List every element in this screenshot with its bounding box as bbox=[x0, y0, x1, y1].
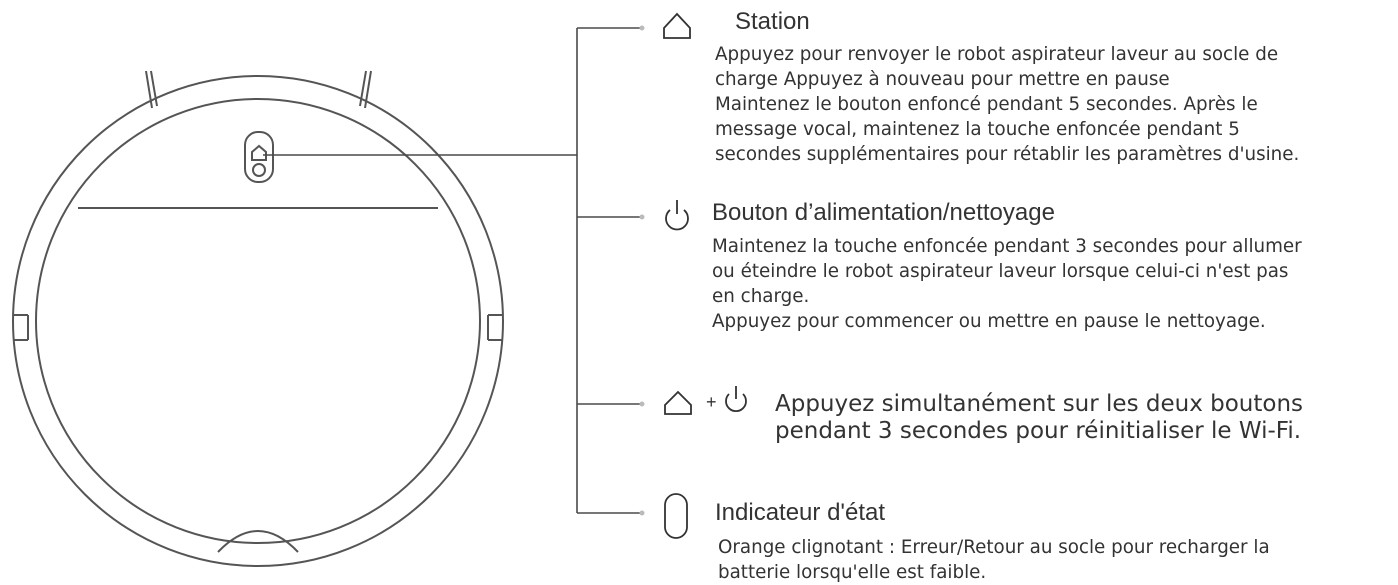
status-heading: Indicateur d'état bbox=[715, 499, 886, 526]
side-brush-left bbox=[145, 70, 153, 109]
power-line: ou éteindre le robot aspirateur laveur l… bbox=[712, 261, 1289, 282]
status-line: batterie lorsqu'elle est faible. bbox=[718, 562, 987, 583]
station-line: Maintenez le bouton enfoncé pendant 5 se… bbox=[715, 94, 1258, 115]
status-indicator-icon bbox=[664, 493, 688, 539]
power-heading: Bouton d’alimentation/nettoyage bbox=[712, 199, 1055, 226]
station-description: Appuyez pour renvoyer le robot aspirateu… bbox=[715, 42, 1299, 167]
wifi-reset-line: pendant 3 secondes pour réinitialiser le… bbox=[775, 418, 1302, 444]
robot-outer-ring bbox=[12, 75, 504, 567]
side-brush-left-2 bbox=[150, 70, 158, 107]
status-description: Orange clignotant : Erreur/Retour au soc… bbox=[718, 535, 1270, 585]
home-icon bbox=[663, 12, 691, 39]
station-line: secondes supplémentaires pour rétablir l… bbox=[715, 144, 1300, 165]
power-line: Appuyez pour commencer ou mettre en paus… bbox=[712, 311, 1266, 332]
power-line: en charge. bbox=[712, 286, 810, 307]
power-description: Maintenez la touche enfoncée pendant 3 s… bbox=[712, 234, 1302, 334]
bottom-sensor bbox=[217, 530, 299, 553]
station-line: message vocal, maintenez la touche enfon… bbox=[715, 119, 1240, 140]
home-plus-power-icon bbox=[664, 386, 747, 415]
bumper-notch-right bbox=[487, 314, 502, 341]
station-line: Appuyez pour renvoyer le robot aspirateu… bbox=[715, 44, 1279, 65]
wifi-reset-description: Appuyez simultanément sur les deux bouto… bbox=[775, 391, 1303, 445]
status-line: Orange clignotant : Erreur/Retour au soc… bbox=[718, 537, 1270, 558]
leader-lines bbox=[263, 27, 640, 514]
robot-vacuum bbox=[12, 70, 504, 567]
side-brush-right bbox=[359, 70, 367, 107]
wifi-reset-line: Appuyez simultanément sur les deux bouto… bbox=[775, 391, 1304, 417]
bumper-notch-left bbox=[14, 314, 29, 341]
button-housing bbox=[244, 131, 274, 183]
station-line: charge Appuyez à nouveau pour mettre en … bbox=[715, 69, 1170, 90]
robot-inner-ring bbox=[35, 98, 481, 544]
leader-dots bbox=[639, 25, 645, 516]
plus-sign: + bbox=[706, 392, 717, 412]
power-icon bbox=[665, 200, 689, 231]
station-heading: Station bbox=[735, 8, 810, 35]
power-line: Maintenez la touche enfoncée pendant 3 s… bbox=[712, 236, 1302, 257]
button-home-mini bbox=[251, 144, 267, 161]
button-power-mini bbox=[252, 163, 266, 177]
